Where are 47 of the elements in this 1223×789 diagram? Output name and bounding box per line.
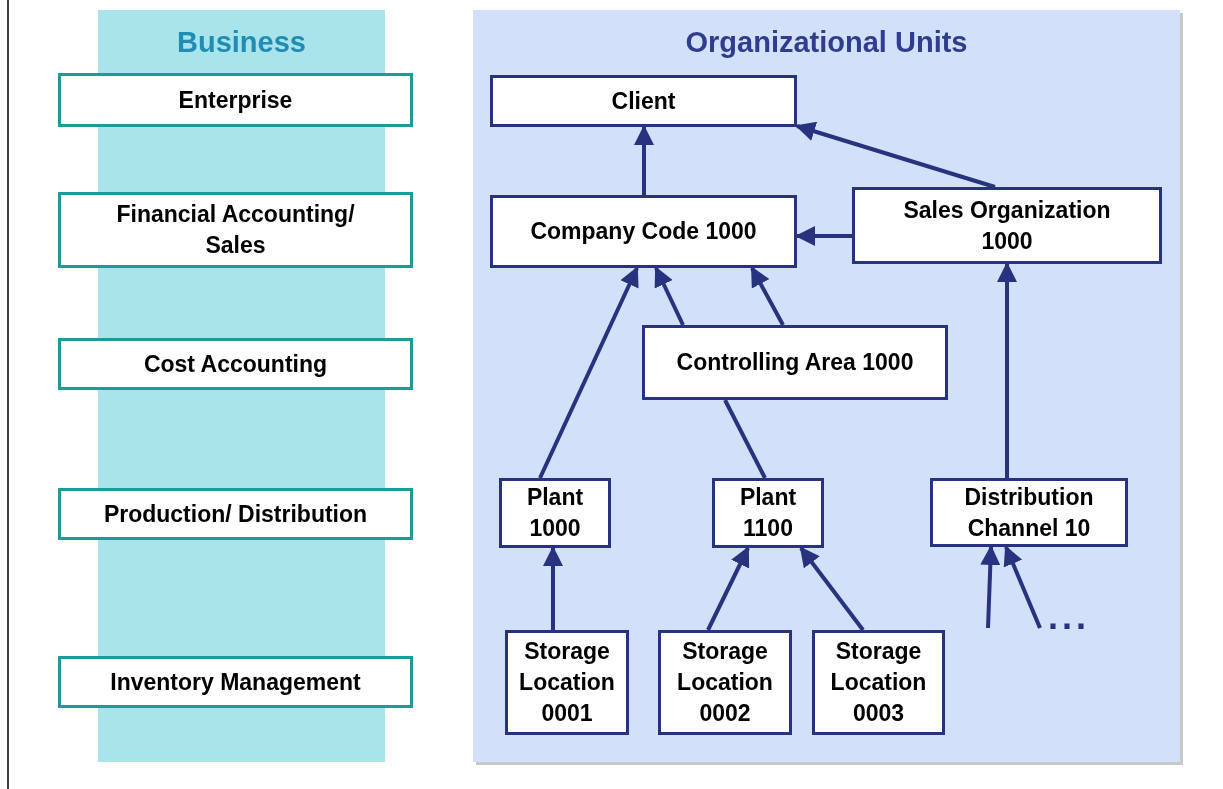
arrow — [799, 546, 865, 632]
box-label: Storage Location 0003 — [829, 637, 928, 728]
box-label: Enterprise — [178, 85, 293, 115]
arrow — [997, 262, 1017, 478]
box-label: Inventory Management — [110, 667, 361, 697]
box-label: Distribution Channel 10 — [963, 482, 1095, 543]
box-label: Plant 1100 — [738, 483, 798, 543]
box-label: Client — [611, 86, 676, 116]
box-label: Production/ Distribution — [103, 499, 368, 529]
box-label: Cost Accounting — [143, 349, 328, 379]
box-label: Plant 1000 — [525, 483, 585, 543]
ellipsis-text: ... — [1048, 596, 1090, 638]
connector-line — [723, 399, 767, 479]
box-label: Company Code 1000 — [529, 217, 758, 246]
unit-box — [852, 187, 1162, 264]
unit-box — [505, 630, 629, 735]
box-label: Controlling Area 1000 — [675, 348, 915, 377]
arrow — [795, 226, 852, 246]
level-box — [58, 192, 413, 268]
unit-box — [490, 195, 797, 268]
unit-box — [490, 75, 797, 127]
level-box — [58, 338, 413, 390]
panel-title: Organizational Units — [684, 26, 969, 59]
unit-box — [642, 325, 948, 400]
box-label: Sales Organization 1000 — [902, 195, 1112, 256]
level-box — [58, 488, 413, 540]
group-panel — [473, 10, 1180, 762]
arrow — [538, 266, 639, 479]
unit-box — [499, 478, 611, 548]
box-label: Storage Location 0001 — [518, 637, 616, 728]
arrow — [706, 546, 750, 631]
unit-box — [712, 478, 824, 548]
panel-title: Business — [176, 26, 307, 59]
level-box — [58, 656, 413, 708]
arrow — [543, 546, 563, 630]
arrow — [654, 266, 685, 326]
level-box — [58, 73, 413, 127]
box-label: Financial Accounting/ Sales — [115, 200, 356, 260]
unit-box — [930, 478, 1128, 547]
arrow — [634, 125, 654, 195]
arrow — [750, 266, 785, 326]
box-label: Storage Location 0002 — [676, 637, 774, 728]
arrow — [980, 545, 1001, 629]
unit-box — [812, 630, 945, 735]
arrow — [1003, 545, 1042, 629]
unit-box — [658, 630, 792, 735]
arrow — [795, 121, 996, 189]
